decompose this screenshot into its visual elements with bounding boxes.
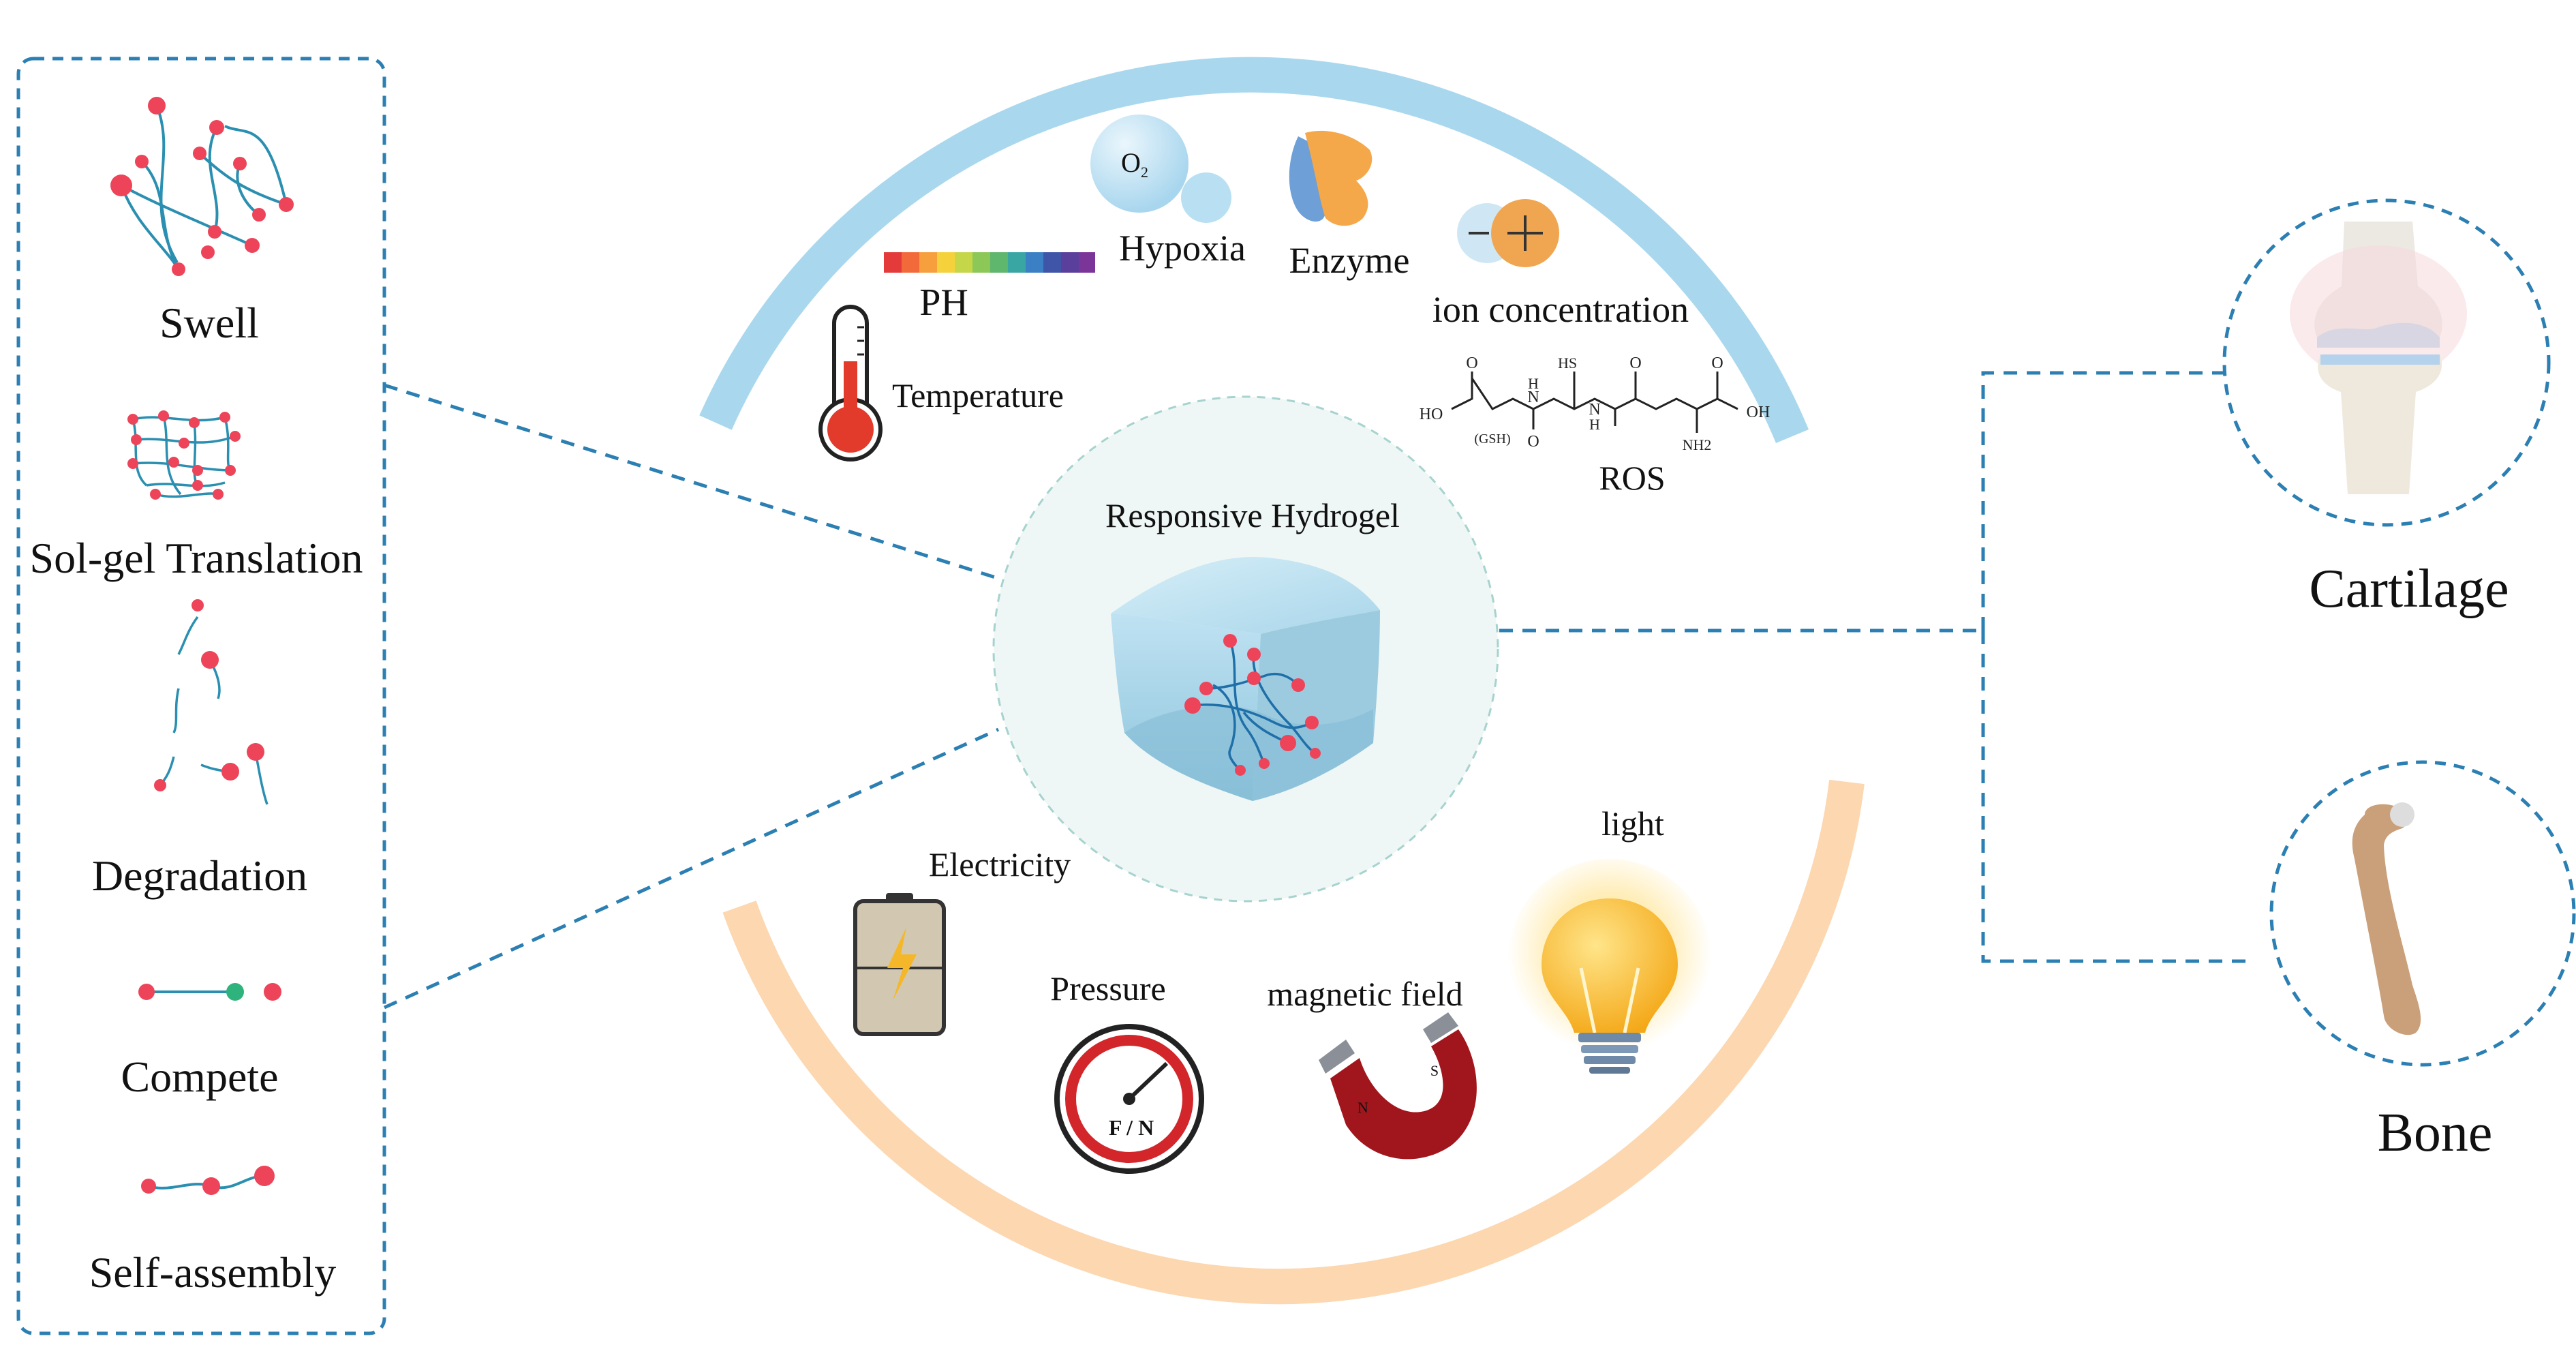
- knee-joint-icon: [2290, 222, 2467, 494]
- battery-icon: [853, 893, 946, 1036]
- label-self-assembly: Self-assembly: [89, 1248, 337, 1297]
- label-magnetic-field: magnetic field: [1267, 975, 1462, 1013]
- ion-icon: [1457, 199, 1559, 267]
- svg-text:H: H: [1589, 416, 1600, 433]
- cube-network: [1192, 640, 1317, 772]
- label-bone: Bone: [2378, 1103, 2493, 1163]
- swell-nodes: [110, 97, 294, 276]
- label-ion-concentration: ion concentration: [1432, 289, 1689, 330]
- label-hypoxia: Hypoxia: [1119, 228, 1246, 269]
- label-temperature: Temperature: [892, 376, 1064, 414]
- thermometer-icon: [818, 305, 883, 461]
- svg-text:(GSH): (GSH): [1474, 432, 1510, 447]
- exogenous-arc: [722, 779, 1865, 1305]
- label-sol-gel: Sol-gel Translation: [30, 534, 363, 582]
- label-cartilage: Cartilage: [2309, 559, 2509, 619]
- swell-network-icon: [120, 105, 288, 271]
- svg-text:HS: HS: [1558, 354, 1577, 372]
- svg-text:H: H: [1528, 375, 1539, 392]
- svg-text:O: O: [1466, 354, 1477, 372]
- sol-gel-network-icon: [132, 415, 236, 498]
- svg-text:O: O: [1629, 354, 1641, 372]
- label-ros: ROS: [1599, 459, 1665, 497]
- label-light: light: [1601, 804, 1664, 843]
- gsh-labels: HO O H N O HS N H O O OH NH2 (GSH): [1420, 354, 1770, 453]
- connector-lines: [383, 371, 2252, 1010]
- gauge-label: F / N: [1109, 1115, 1154, 1140]
- svg-text:N: N: [1589, 401, 1600, 419]
- endogenous-arc: [699, 57, 1809, 443]
- enzyme-icon: [1289, 130, 1373, 226]
- degradation-nodes: [154, 599, 264, 791]
- self-assembly-icon: [141, 1166, 275, 1195]
- ph-scale-icon: [884, 252, 1095, 273]
- svg-text:HO: HO: [1420, 406, 1443, 423]
- oxygen-symbol: O2: [1121, 147, 1148, 181]
- mechanism-panel: [16, 57, 386, 1335]
- bone-icon: [2352, 802, 2421, 1035]
- magnet-south: S: [1430, 1062, 1439, 1079]
- light-bulb-icon: [1507, 859, 1712, 1074]
- label-pressure: Pressure: [1050, 969, 1165, 1008]
- label-enzyme: Enzyme: [1289, 240, 1410, 281]
- svg-text:OH: OH: [1747, 404, 1770, 421]
- label-compete: Compete: [121, 1053, 278, 1101]
- svg-text:O: O: [1711, 354, 1723, 372]
- magnet-icon: [1319, 1012, 1477, 1160]
- label-swell: Swell: [159, 299, 259, 347]
- sol-gel-nodes: [127, 410, 241, 500]
- degradation-fragments-icon: [159, 616, 269, 805]
- label-ph: PH: [919, 282, 968, 324]
- label-electricity: Electricity: [929, 845, 1071, 883]
- svg-text:N: N: [1527, 389, 1539, 406]
- cube-nodes: [1184, 634, 1321, 776]
- magnet-north: N: [1358, 1099, 1368, 1116]
- bone-circle: [2269, 760, 2576, 1067]
- svg-text:O: O: [1527, 433, 1539, 451]
- gsh-structure: [1451, 372, 1738, 433]
- svg-text:NH2: NH2: [1683, 436, 1712, 453]
- oxygen-icon: [1090, 115, 1231, 223]
- label-responsive-hydrogel: Responsive Hydrogel: [1105, 496, 1400, 534]
- label-degradation: Degradation: [92, 851, 307, 900]
- compete-icon: [138, 983, 281, 1001]
- pressure-gauge-icon: [1054, 1024, 1204, 1174]
